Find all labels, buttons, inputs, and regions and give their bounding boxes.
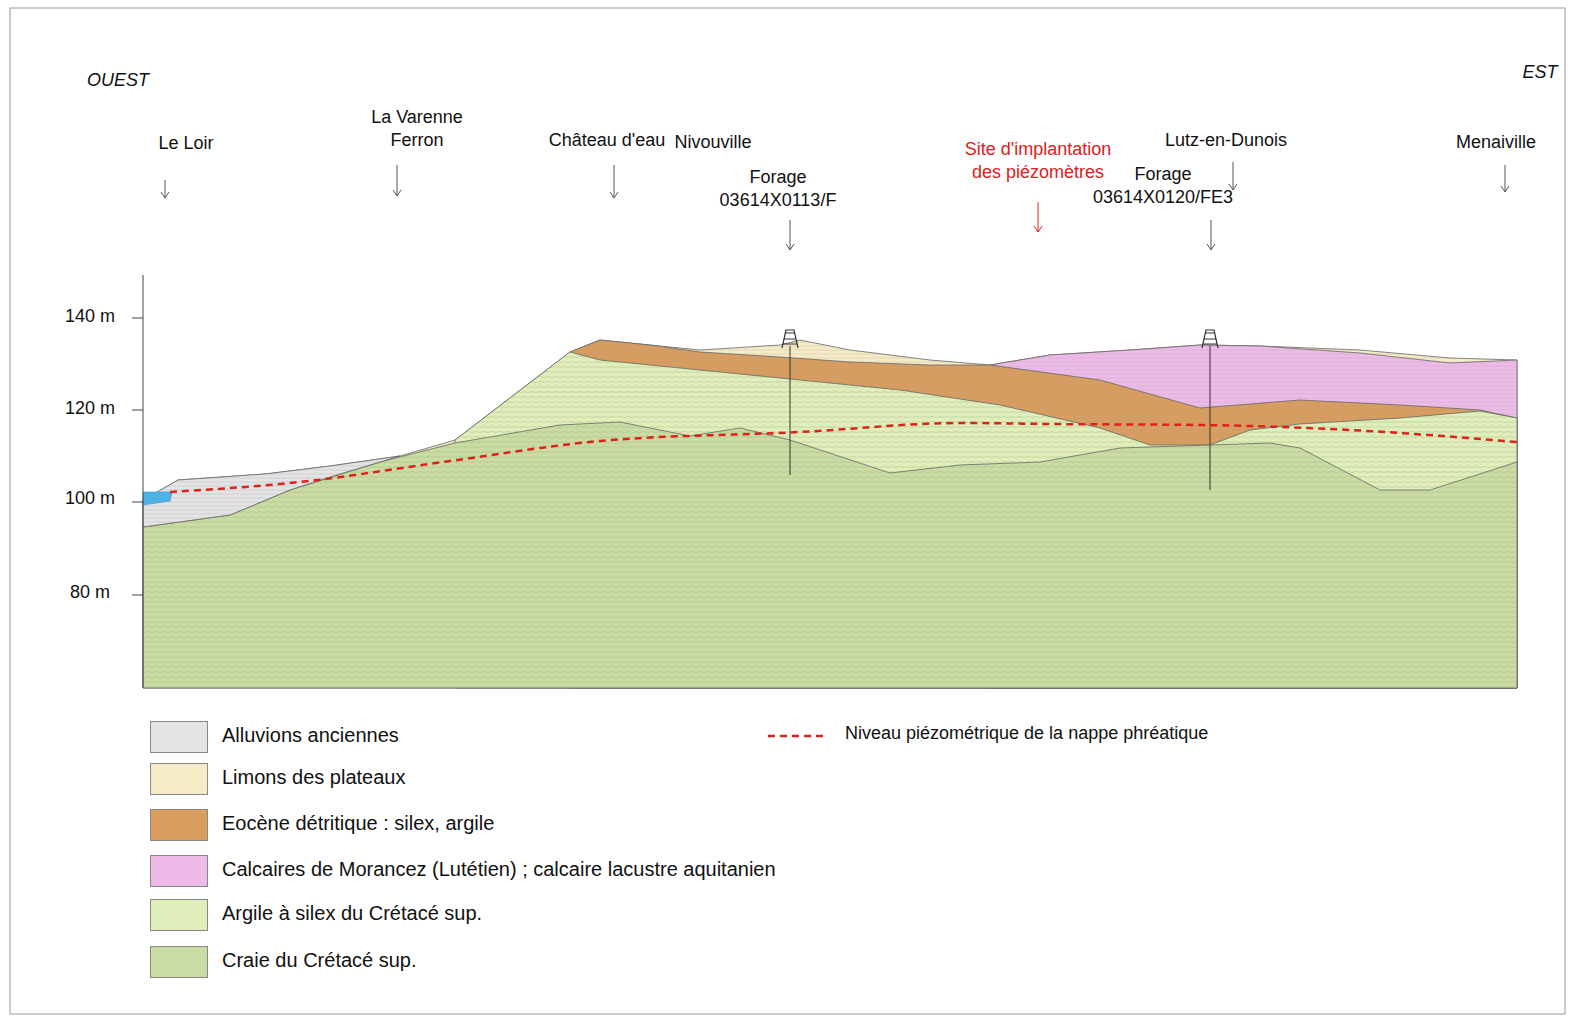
place-label: Château d'eau [542, 129, 672, 152]
pointer-arrow [393, 165, 401, 196]
site-label: Site d'implantation des piézomètres [953, 138, 1123, 185]
pointer-arrow [161, 180, 169, 198]
place-label: Menaiville [1441, 131, 1551, 154]
craie-layer-texture [143, 422, 1517, 688]
legend-swatch [150, 899, 208, 931]
borehole-label: Forage 03614X0113/F [708, 166, 848, 213]
legend-text: Limons des plateaux [222, 766, 405, 789]
legend-text: Calcaires de Morancez (Lutétien) ; calca… [222, 858, 776, 881]
legend-swatch [150, 946, 208, 978]
legend-swatch [150, 763, 208, 795]
legend-line-sample [768, 735, 826, 738]
pointer-arrow [1034, 202, 1042, 232]
derrick-symbol [1202, 330, 1218, 348]
legend-swatch [150, 721, 208, 753]
borehole-label: Forage 03614X0120/FE3 [1088, 163, 1238, 210]
pointer-arrow [610, 165, 618, 198]
frame [10, 8, 1565, 1014]
pointer-arrow [1229, 162, 1237, 190]
piezometric-line [170, 423, 1517, 492]
axis-tick [132, 595, 143, 596]
place-label: Le Loir [131, 132, 241, 155]
alluvions-layer [143, 456, 400, 527]
legend-text: Alluvions anciennes [222, 724, 399, 747]
derrick-symbol [782, 330, 798, 348]
axis-tick-label: 120 m [60, 397, 120, 420]
limons-layer-texture [143, 340, 1517, 688]
borehole [1210, 346, 1211, 490]
axis-tick [132, 502, 143, 503]
legend-text: Argile à silex du Crétacé sup. [222, 902, 482, 925]
axis-tick-label: 140 m [60, 305, 120, 328]
alluvions-layer-texture [143, 456, 400, 527]
legend-text: Niveau piézométrique de la nappe phréati… [845, 723, 1208, 744]
legend-swatch [150, 809, 208, 841]
craie-layer [143, 422, 1517, 688]
legend-text: Eocène détritique : silex, argile [222, 812, 494, 835]
direction-label: EST [1515, 61, 1565, 84]
limons-layer [143, 340, 1517, 688]
place-label: Nivouville [663, 131, 763, 154]
place-label: La Varenne Ferron [362, 106, 472, 153]
borehole [790, 346, 791, 475]
river [143, 492, 172, 505]
axis-tick-label: 100 m [60, 487, 120, 510]
legend-text: Craie du Crétacé sup. [222, 949, 417, 972]
legend-swatch [150, 855, 208, 887]
pointer-arrow [786, 220, 794, 250]
axis-tick [132, 410, 143, 411]
axis-tick [132, 318, 143, 319]
direction-label: OUEST [78, 69, 158, 92]
pointer-arrow [1207, 220, 1215, 250]
axis-tick-label: 80 m [60, 581, 120, 604]
place-label: Lutz-en-Dunois [1156, 129, 1296, 152]
axis [143, 275, 144, 688]
pointer-arrow [1501, 165, 1509, 192]
